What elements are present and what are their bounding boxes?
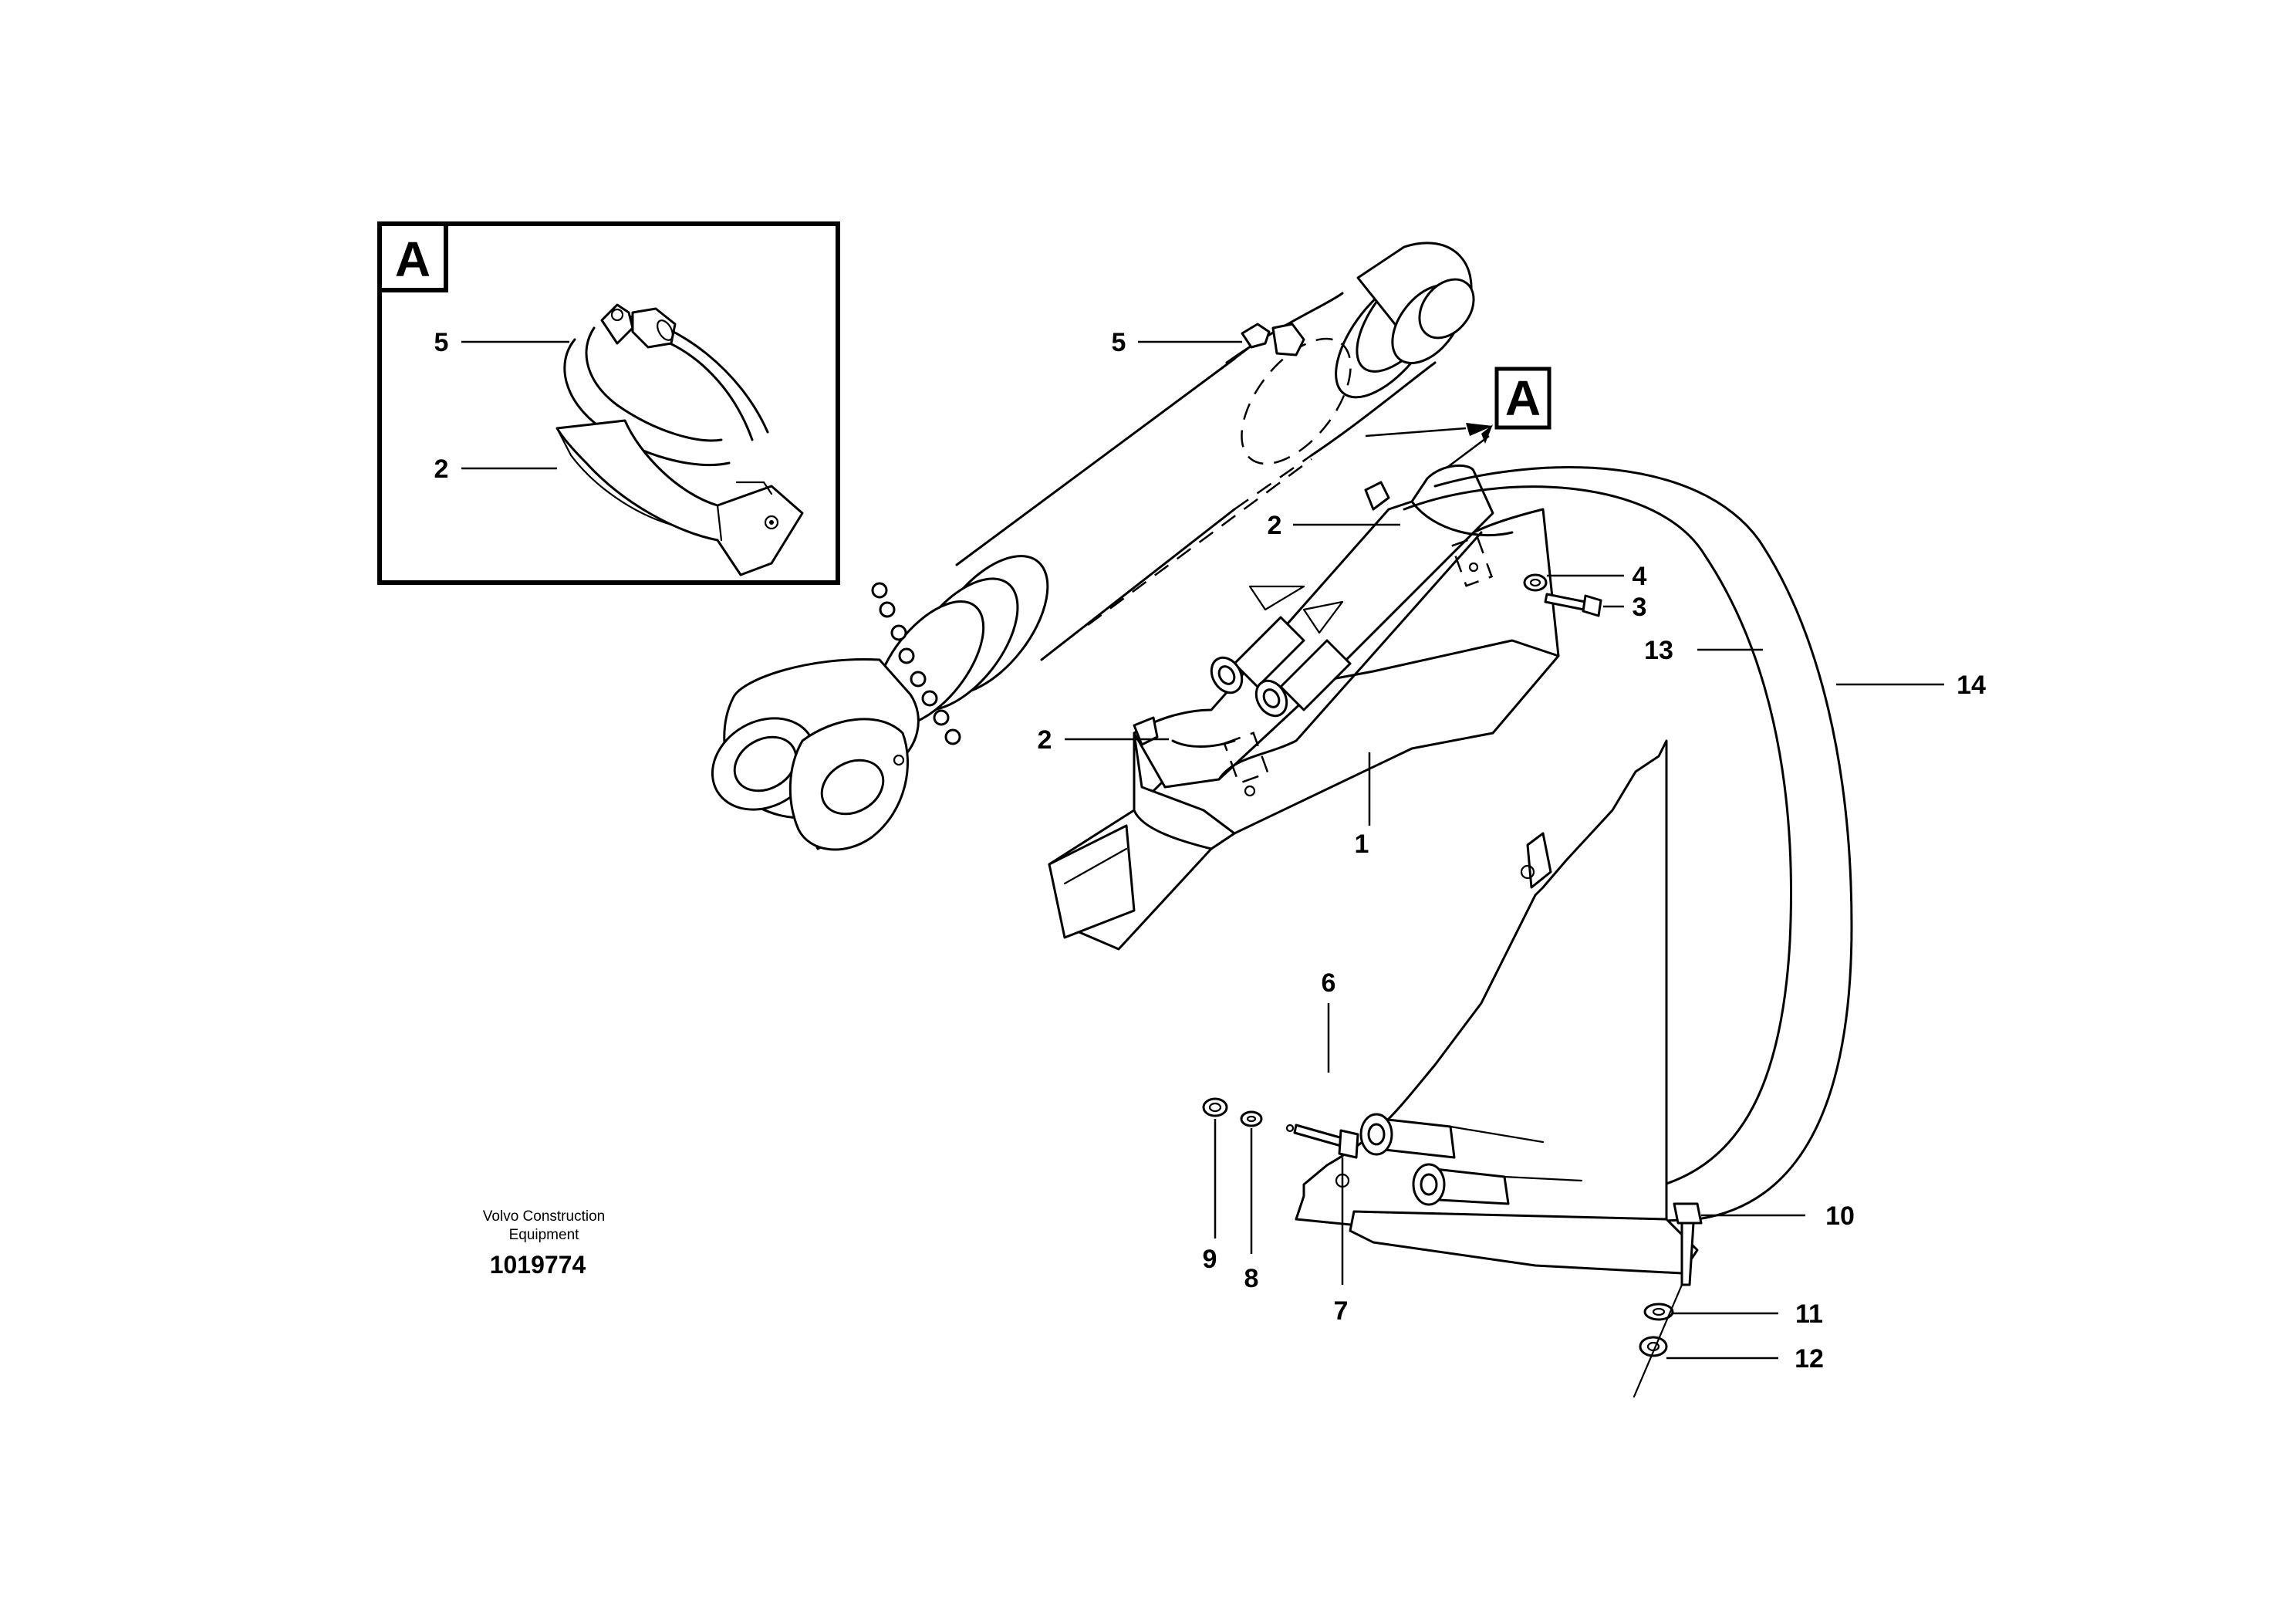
callout-label: 4 [1633, 562, 1647, 591]
lower-bracket [1295, 739, 1699, 1275]
nut-12 [1639, 1336, 1668, 1357]
callout-label: 2 [1038, 725, 1052, 755]
callout-label: 6 [1322, 968, 1336, 998]
fastener-hardware [1202, 573, 1703, 1398]
view-a-pointer [1365, 423, 1493, 483]
company-name-line1: Volvo Construction [483, 1208, 605, 1225]
callout-label: 2 [434, 454, 449, 484]
callout-label: 1 [1355, 830, 1369, 859]
drawing-number: 1019774 [490, 1251, 586, 1279]
callout-label: 5 [1112, 328, 1126, 357]
callout-label: 7 [1334, 1296, 1349, 1326]
nut-9 [1202, 1097, 1228, 1117]
clamp-detail-drawing [555, 303, 804, 576]
callout-label: 8 [1244, 1264, 1259, 1293]
callout-label: 11 [1795, 1299, 1823, 1329]
callouts: 5 2 2 1 4 3 13 14 6 9 8 7 10 [1038, 328, 1986, 1374]
washer-8 [1240, 1110, 1263, 1127]
company-name-line2: Equipment [509, 1227, 580, 1243]
callout-label: 12 [1795, 1344, 1824, 1374]
detail-view-a: A 5 2 [377, 221, 840, 585]
detail-label-box [377, 221, 448, 292]
callout-label: 10 [1825, 1201, 1855, 1231]
bolt-10 [1673, 1202, 1703, 1225]
callout-label: 13 [1644, 636, 1673, 665]
callout-label: 2 [1268, 511, 1282, 540]
callout-label: 5 [434, 328, 449, 357]
washer-4 [1523, 573, 1548, 592]
view-a-marker: A [1505, 370, 1541, 426]
bolt-7 [1293, 1124, 1344, 1147]
flange-bolts [871, 582, 961, 745]
callout-label: 14 [1957, 671, 1986, 700]
callout-label: 3 [1633, 593, 1647, 622]
callout-label: 9 [1203, 1245, 1217, 1274]
hydraulic-cylinder [711, 242, 1475, 851]
washer-11 [1643, 1303, 1674, 1321]
view-a-marker-box [1494, 367, 1551, 430]
cradle-bracket [1048, 464, 1560, 951]
detail-label: A [395, 231, 430, 287]
credit-block: Volvo Construction Equipment 1019774 [483, 1208, 605, 1279]
bolt-3 [1544, 593, 1587, 611]
curved-guard [1403, 466, 1853, 1228]
